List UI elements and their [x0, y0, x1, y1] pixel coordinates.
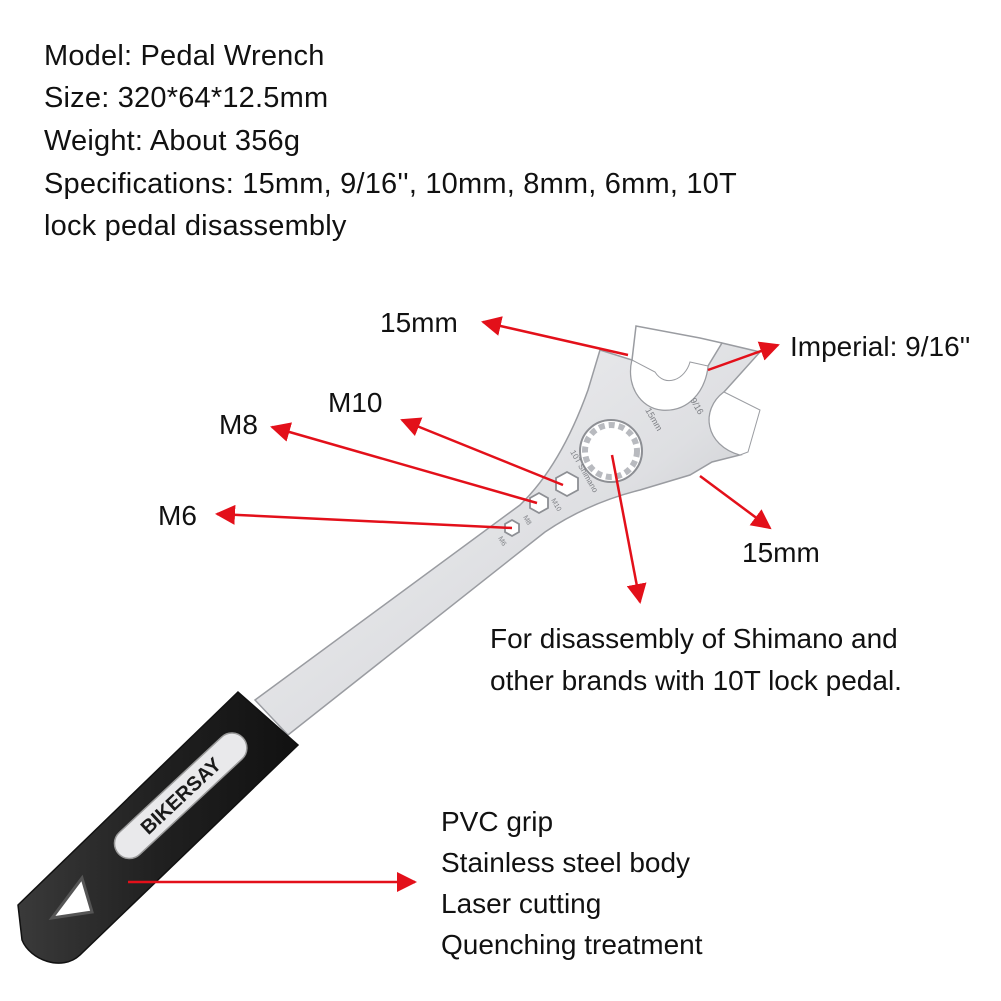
arrow-lock-pedal — [610, 454, 647, 604]
feature-quenching: Quenching treatment — [441, 929, 703, 960]
feature-stainless-steel: Stainless steel body — [441, 847, 691, 878]
spec-model: Model: Pedal Wrench — [44, 40, 325, 72]
spec-weight: Weight: About 356g — [44, 125, 301, 157]
brand-plate — [113, 732, 248, 860]
engraving-m8: M8 — [521, 515, 532, 527]
arrow-imperial — [707, 341, 780, 372]
hex-hole-m8 — [529, 491, 549, 515]
arrow-bottom-15mm — [699, 474, 772, 530]
label-m6: M6 — [158, 500, 197, 531]
engraving-m6: M6 — [496, 536, 507, 548]
feature-pvc-grip: PVC grip — [441, 806, 554, 837]
lock-10t-hole — [579, 419, 643, 483]
spec-size: Size: 320*64*12.5mm — [44, 82, 329, 114]
label-m8: M8 — [219, 409, 258, 440]
callout-arrows — [128, 316, 780, 892]
hang-hole — [48, 874, 94, 921]
arrow-m6 — [215, 504, 513, 530]
spec-specifications: Specifications: 15mm, 9/16'', 10mm, 8mm,… — [44, 168, 737, 200]
label-top-15mm: 15mm — [380, 307, 458, 338]
label-imperial: Imperial: 9/16'' — [790, 331, 971, 362]
feature-laser-cutting: Laser cutting — [441, 888, 602, 919]
arrow-m10 — [400, 417, 564, 487]
spec-usage: lock pedal disassembly — [44, 210, 347, 242]
lock-pedal-note-line-2: other brands with 10T lock pedal. — [490, 665, 902, 696]
pvc-grip: BIKERSAY — [17, 690, 300, 964]
hex-hole-m10 — [555, 470, 579, 498]
arrow-m8 — [270, 422, 538, 505]
lock-pedal-note-line-1: For disassembly of Shimano and — [490, 623, 898, 654]
arrow-top-15mm — [481, 316, 629, 357]
label-m10: M10 — [328, 387, 383, 418]
label-bottom-15mm: 15mm — [742, 537, 820, 568]
